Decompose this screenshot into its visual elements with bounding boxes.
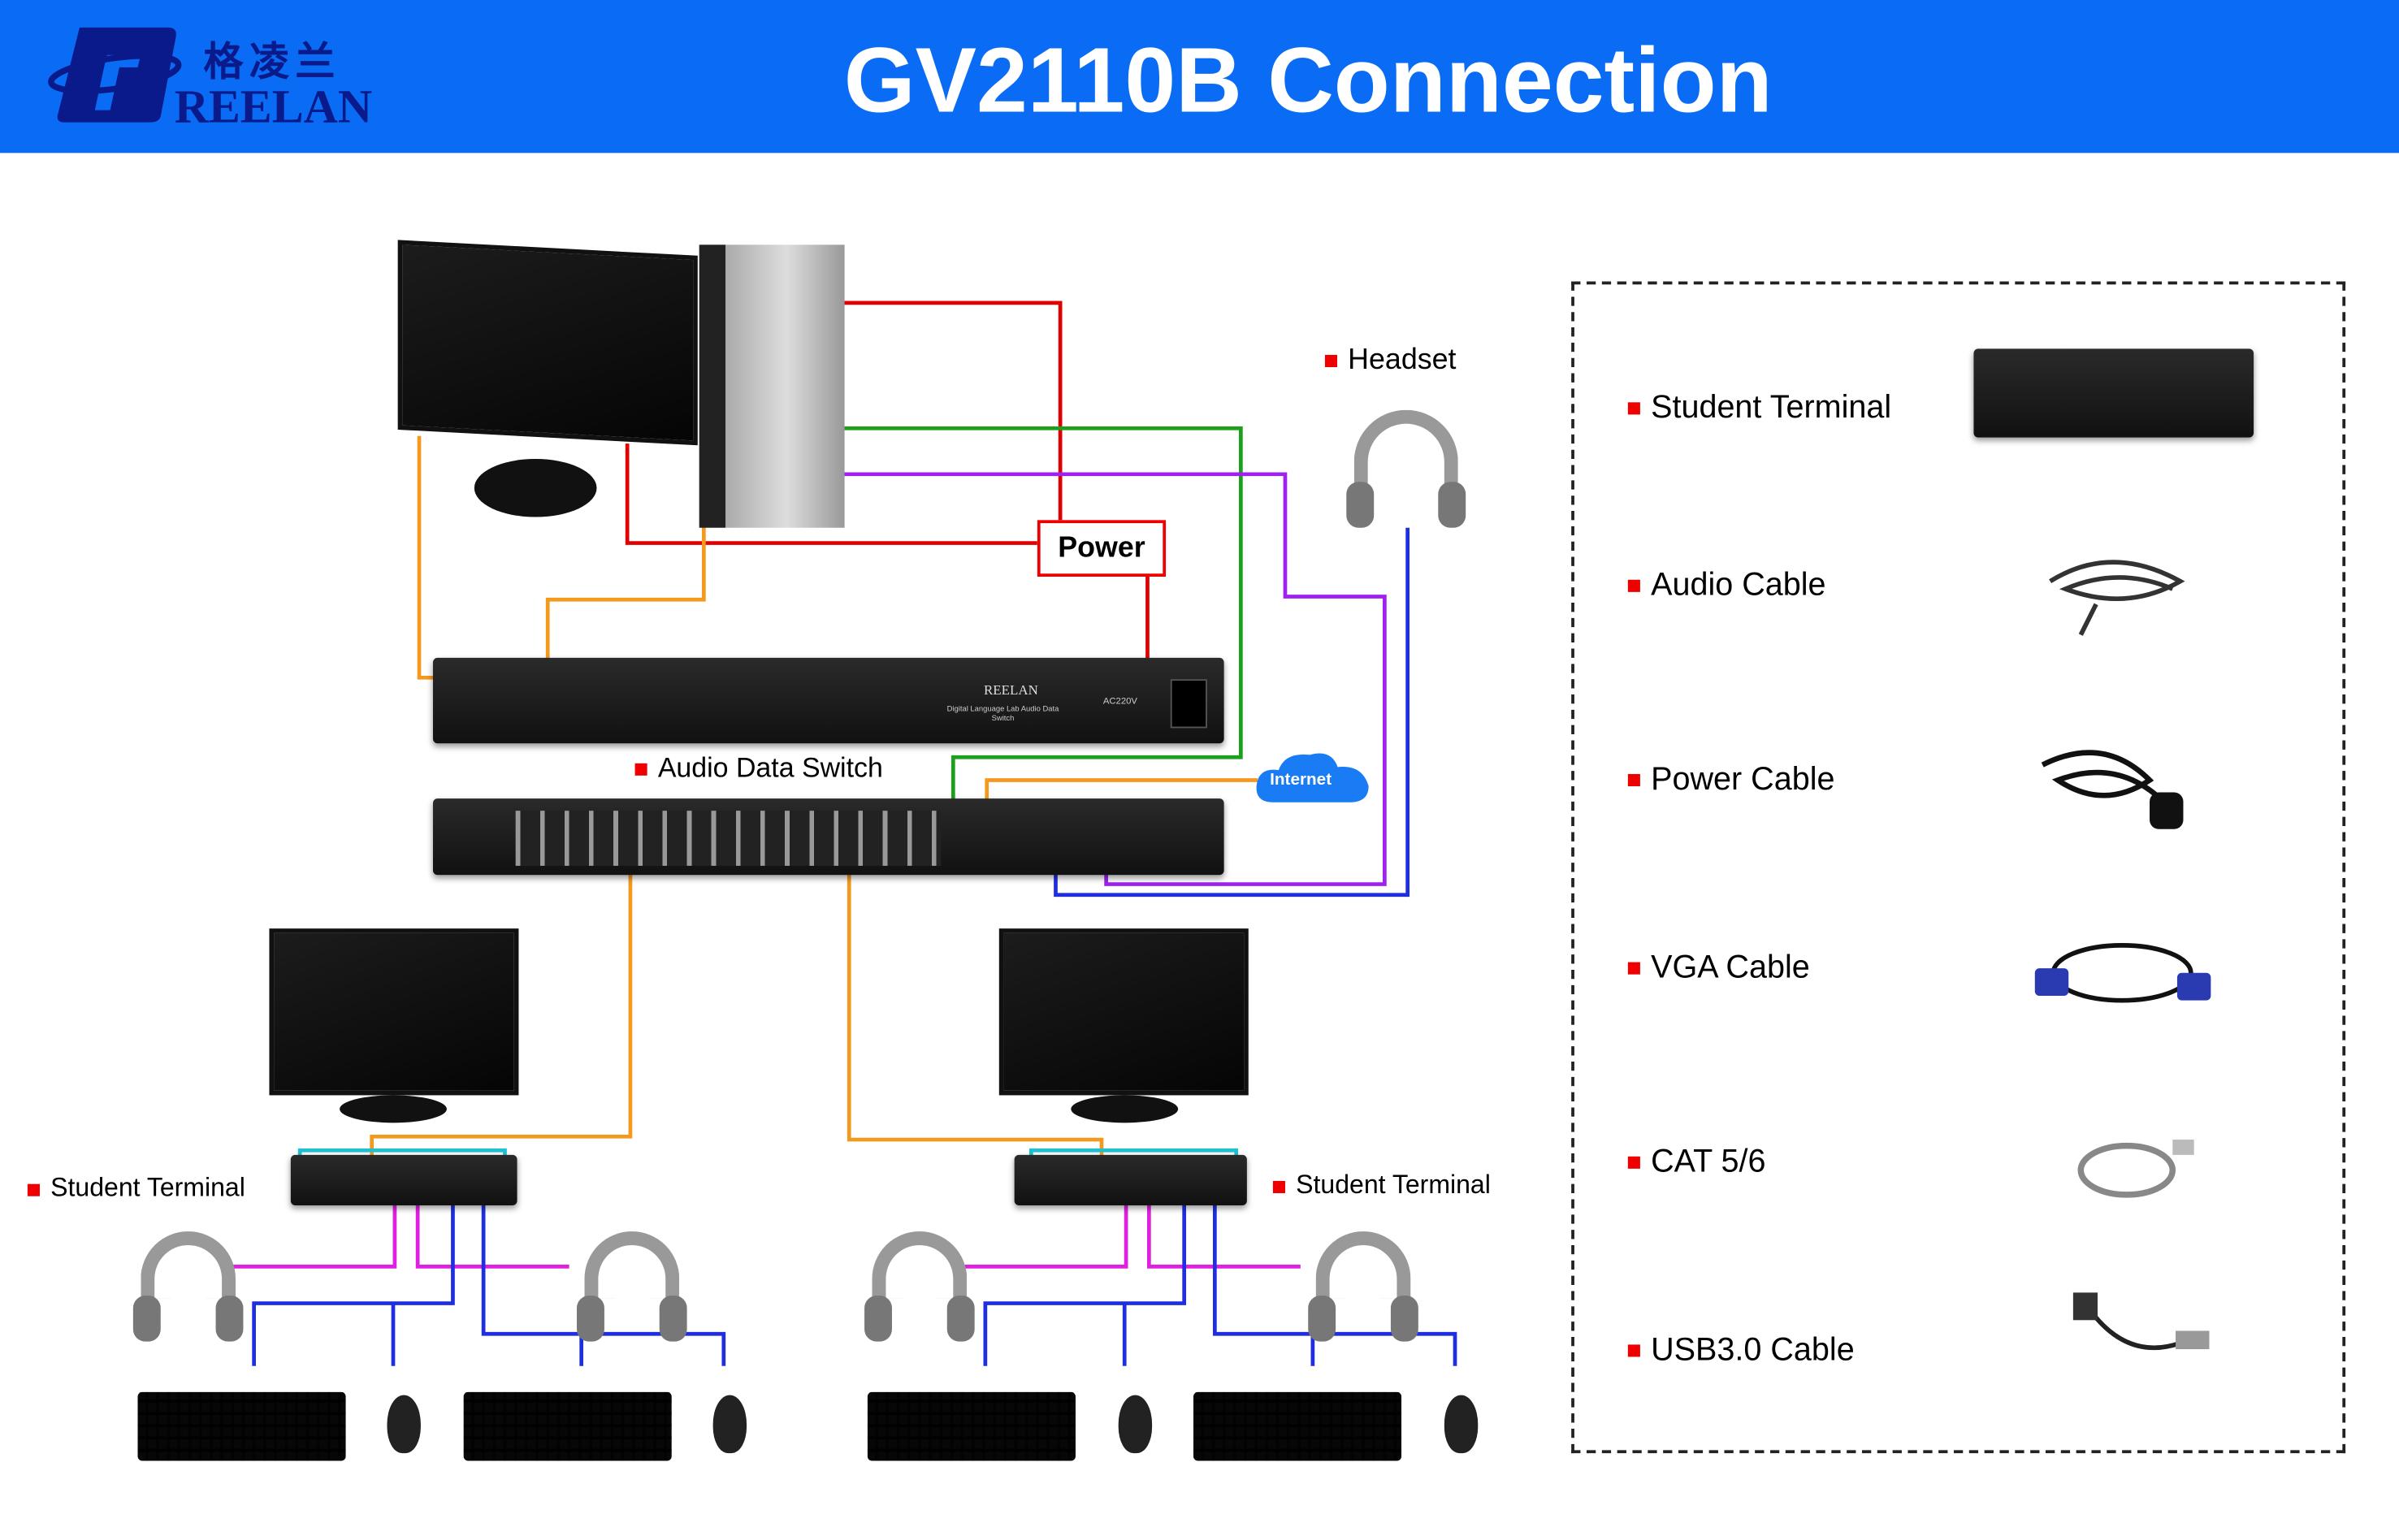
student-keyboard <box>1193 1391 1402 1461</box>
power-label: Power <box>1037 520 1167 578</box>
host-monitor-stand <box>474 458 597 517</box>
audio-cable-icon <box>2049 560 2185 636</box>
student-mouse <box>1118 1395 1153 1454</box>
rear-text: Digital Language Lab Audio Data Switch <box>946 705 1059 724</box>
student-mouse <box>387 1395 421 1454</box>
reelan-logo: 格凌兰 REELAN <box>45 21 390 133</box>
student-terminal-right <box>1014 1154 1247 1206</box>
legend-label: Audio Cable <box>1651 567 1826 603</box>
headset-label-text: Headset <box>1348 344 1457 377</box>
power-wire-pc <box>749 301 1063 521</box>
logo-english: REELAN <box>174 79 373 133</box>
legend-label: Power Cable <box>1651 761 1835 798</box>
legend-item-student-terminal: Student Terminal <box>1627 390 1892 426</box>
audio-data-switch-front-panel <box>432 798 1224 876</box>
usb-wire-headset <box>1054 527 1410 898</box>
student-monitor-left <box>269 928 519 1096</box>
student-keyboard <box>867 1391 1076 1461</box>
ac-power-socket <box>1170 679 1207 729</box>
host-monitor <box>397 240 698 446</box>
rear-brand: REELAN <box>983 681 1038 698</box>
legend-label: CAT 5/6 <box>1651 1144 1766 1180</box>
power-wire-pc2 <box>625 443 1037 545</box>
student-terminal-label-right-text: Student Terminal <box>1296 1170 1491 1200</box>
student-keyboard <box>137 1391 346 1461</box>
legend-box <box>1571 281 2346 1454</box>
legend-item-power-cable: Power Cable <box>1627 761 1835 798</box>
audio-data-switch-label: Audio Data Switch <box>634 752 883 785</box>
audio-data-switch-rear-panel: REELAN Digital Language Lab Audio Data S… <box>432 657 1224 744</box>
power-cable-icon <box>2041 750 2184 829</box>
logo-chinese: 格凌兰 <box>203 39 342 86</box>
header-bar: 格凌兰 REELAN GV2110B Connection <box>0 0 2399 154</box>
legend-label: Student Terminal <box>1651 390 1892 426</box>
student-mouse <box>1444 1395 1479 1454</box>
student-terminal-label-left-text: Student Terminal <box>50 1173 245 1203</box>
student-monitor-left-stand <box>340 1095 447 1123</box>
legend-item-audio-cable: Audio Cable <box>1627 567 1826 604</box>
ethernet-port-array <box>515 811 942 866</box>
legend-item-vga-cable: VGA Cable <box>1627 950 1810 987</box>
internet-label: Internet <box>1270 771 1332 789</box>
student-keyboard <box>463 1391 672 1461</box>
legend-item-usb-cable: USB3.0 Cable <box>1627 1332 1855 1369</box>
student-terminal-device-icon <box>1973 348 2254 438</box>
legend-item-cat-cable: CAT 5/6 <box>1627 1144 1766 1181</box>
headset-label: Headset <box>1324 344 1457 378</box>
student-terminal-label-left: Student Terminal <box>27 1173 245 1204</box>
audio-data-switch-label-text: Audio Data Switch <box>657 752 883 784</box>
legend-label: USB3.0 Cable <box>1651 1332 1855 1368</box>
page-title: GV2110B Connection <box>843 28 1773 132</box>
student-terminal-left <box>290 1154 517 1206</box>
ethernet-cable-icon <box>2077 1140 2194 1198</box>
logo-mark-icon <box>48 27 182 123</box>
internet-cloud-icon <box>1256 753 1369 802</box>
student-mouse <box>712 1395 747 1454</box>
vga-wire-monitor <box>417 435 487 680</box>
usb-cable-icon <box>2072 1292 2210 1351</box>
student-terminal-label-right: Student Terminal <box>1272 1170 1491 1201</box>
student-monitor-right <box>998 928 1249 1096</box>
rear-ac-label: AC220V <box>1102 697 1137 707</box>
vga-cable-icon <box>2034 943 2211 1003</box>
legend-label: VGA Cable <box>1651 950 1810 985</box>
student-monitor-right-stand <box>1071 1095 1179 1123</box>
host-pc-tower <box>699 244 845 528</box>
